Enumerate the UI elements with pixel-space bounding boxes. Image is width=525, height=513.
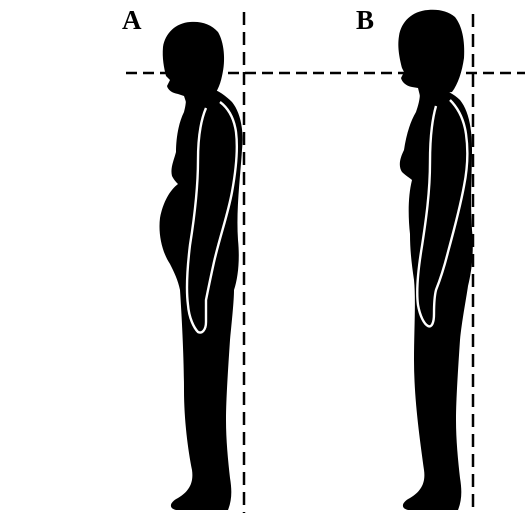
silhouette-b: [398, 10, 472, 510]
panel-label-a: A: [122, 7, 142, 34]
silhouette-a: [159, 22, 242, 510]
panel-label-b: B: [356, 7, 374, 34]
head-b: [398, 10, 464, 96]
body-b: [400, 88, 473, 510]
body-a: [159, 88, 242, 510]
